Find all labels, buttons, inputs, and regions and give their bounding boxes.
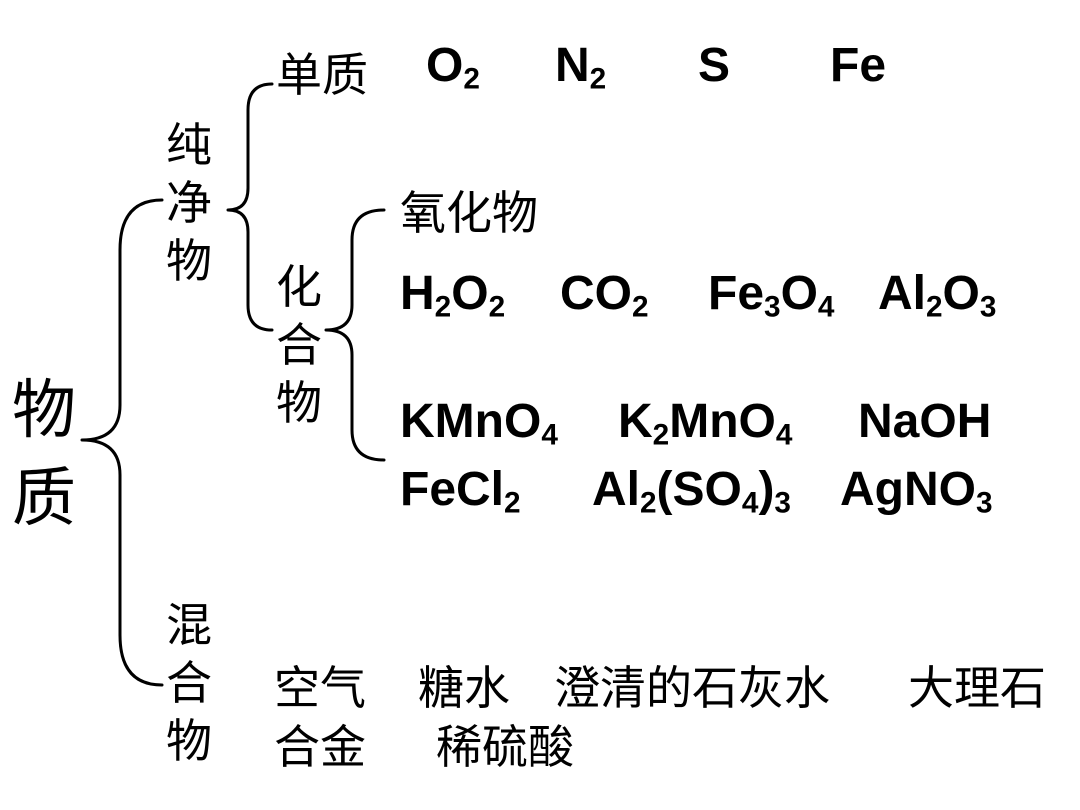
formula-symbol: Fe — [708, 267, 765, 320]
formula-symbol: (SO — [656, 463, 742, 516]
formula-subscript: 2 — [926, 290, 943, 324]
formula-symbol: N — [555, 39, 590, 92]
formula-subscript: 2 — [488, 290, 506, 324]
formula-symbol: AgNO — [840, 463, 976, 516]
formula: O2 — [426, 39, 480, 94]
pure-char-2: 净 — [166, 176, 212, 230]
formula-symbol: MnO — [669, 395, 776, 448]
root-char-1: 物 — [12, 374, 76, 448]
compound-label: 化 合 物 — [276, 258, 322, 432]
formula-subscript: 3 — [975, 486, 993, 520]
pure-bracket — [226, 82, 274, 332]
formula-symbol: NaOH — [858, 395, 992, 448]
formula-subscript: 2 — [632, 290, 649, 324]
mixture-label: 混 合 物 — [166, 596, 212, 770]
compound-char-3: 物 — [276, 376, 322, 430]
formula: H2O2 — [400, 267, 505, 322]
formula-symbol: FeCl — [400, 463, 505, 516]
mixture-example: 大理石 — [908, 661, 1046, 715]
compound-bracket — [324, 208, 386, 462]
formula-symbol: CO — [560, 267, 632, 320]
formula-subscript: 3 — [764, 290, 781, 324]
formula-subscript: 4 — [541, 418, 558, 452]
formula: CO2 — [560, 267, 649, 322]
mixture-example: 空气 — [274, 661, 366, 715]
formula: Fe — [830, 42, 886, 90]
pure-char-3: 物 — [166, 234, 212, 288]
formula-symbol: O — [451, 267, 489, 320]
formula-subscript: 2 — [463, 62, 480, 96]
pure-char-1: 纯 — [166, 118, 212, 172]
formula-subscript: 3 — [979, 290, 997, 324]
oxide-label: 氧化物 — [400, 186, 538, 240]
mixture-char-3: 物 — [166, 714, 212, 768]
compound-char-2: 合 — [276, 318, 322, 372]
formula-symbol: S — [698, 39, 731, 92]
root-bracket — [80, 198, 164, 687]
mixture-example: 澄清的石灰水 — [554, 661, 830, 715]
mixture-char-2: 合 — [166, 656, 212, 710]
formula: NaOH — [858, 398, 991, 446]
formula-symbol: O — [426, 39, 464, 92]
formula-symbol: O — [942, 267, 980, 320]
compound-char-1: 化 — [276, 260, 322, 314]
formula: N2 — [555, 39, 606, 94]
mixture-example: 糖水 — [418, 661, 510, 715]
formula-symbol: Fe — [830, 39, 887, 92]
mixture-char-1: 混 — [166, 598, 212, 652]
element-label: 单质 — [276, 48, 368, 102]
formula: AgNO3 — [840, 463, 993, 518]
formula: FeCl2 — [400, 463, 521, 518]
formula-subscript: 4 — [775, 418, 793, 452]
formula-subscript: 2 — [504, 486, 521, 520]
formula-subscript: 4 — [741, 486, 759, 520]
formula: Al2(SO4)3 — [592, 463, 791, 518]
pure-substance-label: 纯 净 物 — [166, 116, 212, 290]
formula-symbol: O — [780, 267, 818, 320]
root-label: 物 质 — [12, 367, 76, 543]
formula-subscript: 2 — [434, 290, 452, 324]
formula-subscript: 4 — [817, 290, 835, 324]
formula-symbol: Al — [878, 267, 926, 320]
mixture-example: 稀硫酸 — [436, 720, 574, 774]
mixture-example: 合金 — [274, 720, 366, 774]
formula-subscript: 2 — [652, 418, 670, 452]
formula-symbol: K — [618, 395, 653, 448]
formula: S — [698, 42, 730, 90]
formula-symbol: ) — [758, 463, 775, 516]
formula: K2MnO4 — [618, 395, 792, 450]
formula-subscript: 2 — [640, 486, 657, 520]
formula-symbol: KMnO — [400, 395, 542, 448]
formula-subscript: 2 — [589, 62, 607, 96]
root-char-2: 质 — [12, 462, 76, 536]
formula: KMnO4 — [400, 395, 558, 450]
formula-symbol: H — [400, 267, 435, 320]
formula-symbol: Al — [592, 463, 640, 516]
formula: Fe3O4 — [708, 267, 834, 322]
formula-subscript: 3 — [774, 486, 791, 520]
formula: Al2O3 — [878, 267, 996, 322]
